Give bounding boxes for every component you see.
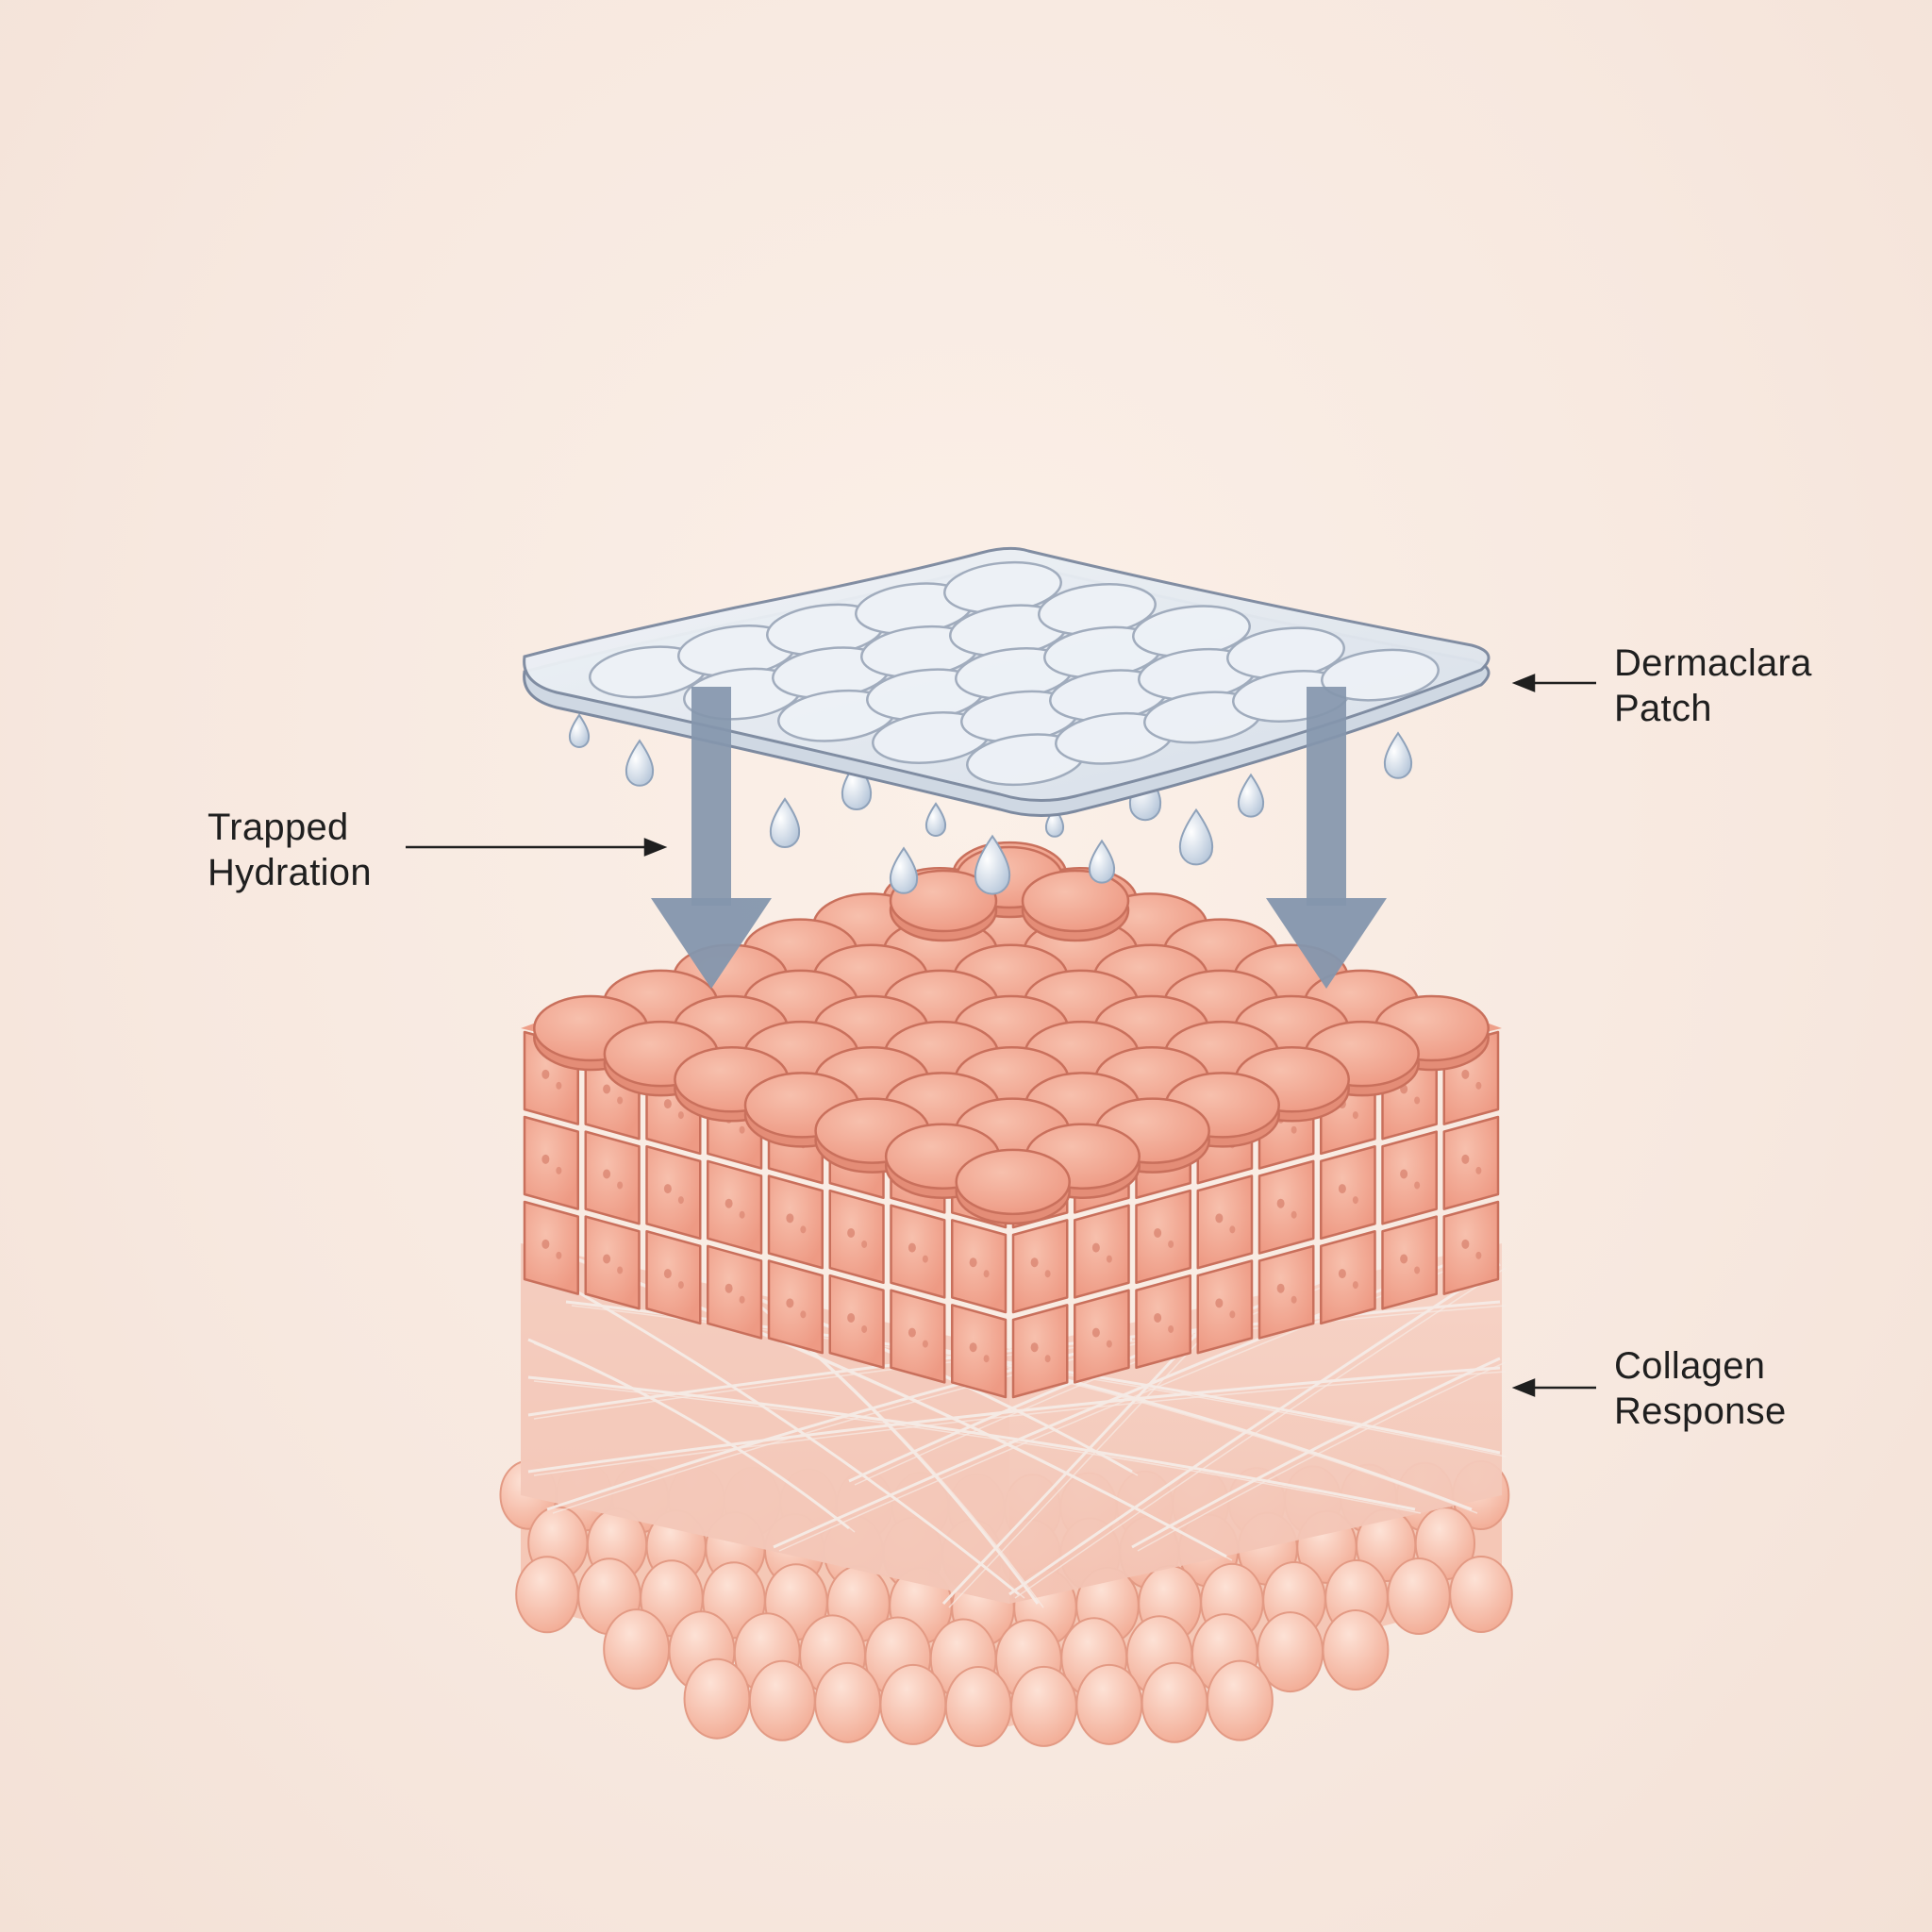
label-patch-line2: Patch xyxy=(1614,686,1812,731)
fat-lobule xyxy=(1388,1558,1450,1634)
fat-lobule xyxy=(685,1659,750,1739)
epidermis-cell xyxy=(525,1202,578,1294)
epidermis-cell xyxy=(1137,1275,1191,1368)
epidermis-cell xyxy=(891,1291,945,1383)
fat-lobule xyxy=(880,1665,945,1744)
epidermis-cell xyxy=(1013,1305,1067,1397)
epidermis-cell xyxy=(1321,1231,1374,1324)
droplet-icon xyxy=(1385,733,1411,778)
epidermis-cell xyxy=(769,1176,823,1269)
label-collagen-response: Collagen Response xyxy=(1614,1343,1787,1434)
fat-lobule xyxy=(750,1661,815,1740)
droplet-icon xyxy=(1180,810,1212,865)
droplet-icon xyxy=(1090,841,1114,882)
fat-lobule xyxy=(946,1667,1011,1746)
epidermis-cell xyxy=(952,1220,1006,1312)
epidermis-cell xyxy=(708,1161,761,1254)
fat-lobule xyxy=(1076,1665,1141,1744)
epidermis-cell xyxy=(1383,1132,1437,1224)
epidermis-cell xyxy=(1259,1161,1313,1254)
label-hydration-line1: Trapped xyxy=(208,805,372,850)
fat-lobule xyxy=(1142,1663,1208,1742)
epidermis-cell xyxy=(1383,1217,1437,1309)
label-trapped-hydration: Trapped Hydration xyxy=(208,805,372,895)
epidermis-cell xyxy=(1137,1191,1191,1283)
fat-lobule xyxy=(1324,1610,1389,1690)
fat-lobule xyxy=(516,1557,578,1632)
label-collagen-line1: Collagen xyxy=(1614,1343,1787,1389)
droplet-icon xyxy=(626,741,653,786)
epidermis-cell xyxy=(647,1146,701,1239)
fat-lobule xyxy=(1208,1661,1273,1740)
epidermis-cell xyxy=(891,1206,945,1298)
epidermis-cell xyxy=(1444,1202,1498,1294)
fat-lobule xyxy=(1011,1667,1076,1746)
epidermis-cell xyxy=(647,1231,701,1324)
epidermis-cell xyxy=(1198,1261,1252,1354)
epidermis-cell xyxy=(769,1261,823,1354)
droplet-icon xyxy=(570,715,589,747)
epidermis-cell xyxy=(525,1117,578,1209)
fat-lobule xyxy=(604,1609,669,1689)
epidermis-cell xyxy=(1013,1220,1067,1312)
epidermis-cell xyxy=(1321,1146,1374,1239)
droplet-icon xyxy=(891,848,917,893)
surface-cell xyxy=(957,1150,1070,1214)
epidermis-cell xyxy=(586,1132,640,1224)
droplet-icon xyxy=(926,804,945,836)
epidermis-cell xyxy=(586,1217,640,1309)
epidermis-cell xyxy=(830,1275,884,1368)
epidermis-cell xyxy=(1444,1117,1498,1209)
epidermis-cell xyxy=(1259,1246,1313,1339)
fat-lobule xyxy=(815,1663,880,1742)
epidermis-cell xyxy=(830,1191,884,1283)
epidermis-cell xyxy=(1074,1206,1128,1298)
surface-cell xyxy=(1023,871,1128,931)
droplet-icon xyxy=(1239,774,1263,816)
label-hydration-line2: Hydration xyxy=(208,850,372,895)
label-patch-line1: Dermaclara xyxy=(1614,641,1812,686)
epidermis-cell xyxy=(952,1305,1006,1397)
epidermis-cell xyxy=(708,1246,761,1339)
epidermis-cell xyxy=(1074,1291,1128,1383)
droplet-icon xyxy=(771,799,799,847)
label-dermaclara-patch: Dermaclara Patch xyxy=(1614,641,1812,731)
label-collagen-line2: Response xyxy=(1614,1389,1787,1434)
fat-lobule xyxy=(1450,1557,1512,1632)
epidermis-cell xyxy=(1198,1176,1252,1269)
